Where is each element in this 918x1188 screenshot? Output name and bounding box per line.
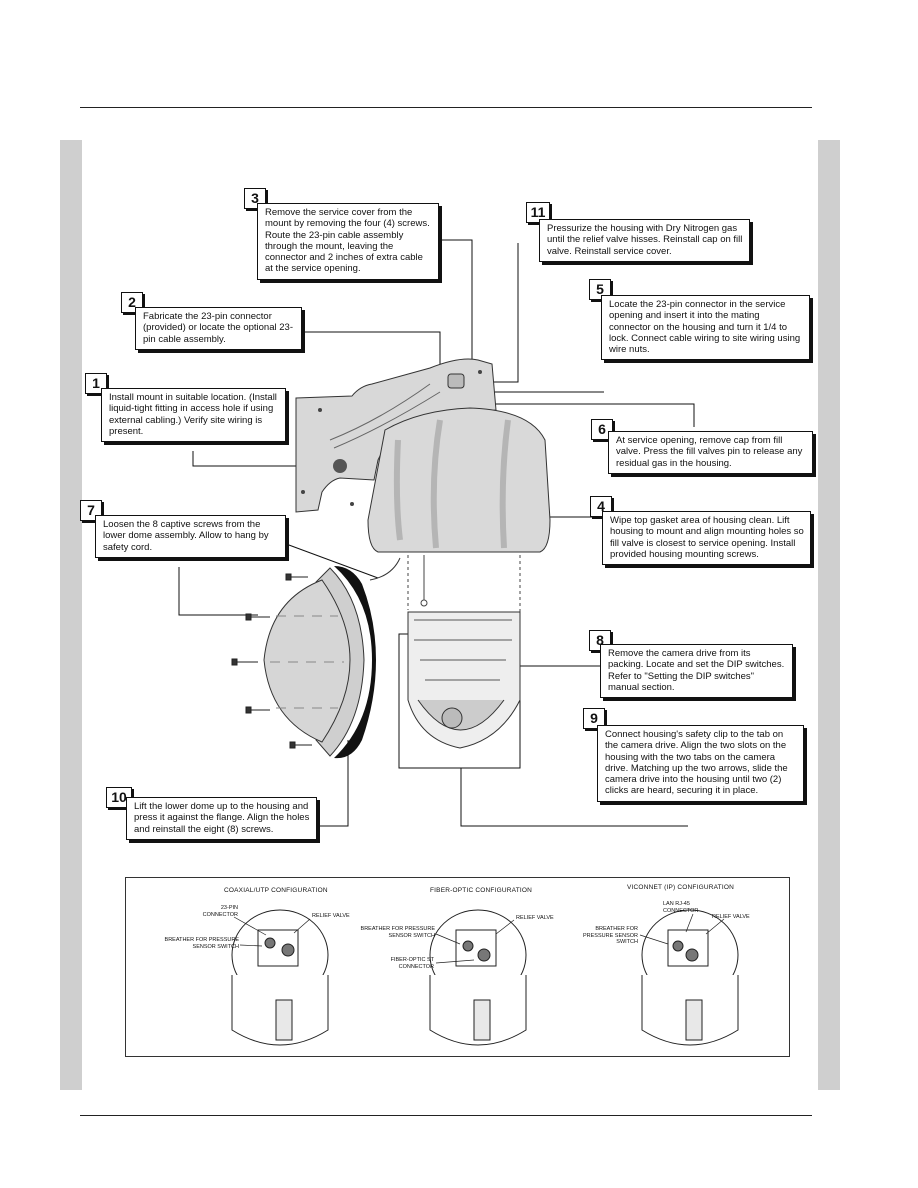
coax-relief-valve-label: RELIEF VALVE (312, 913, 350, 919)
fiber-relief-valve-label: RELIEF VALVE (516, 915, 554, 921)
step-6-number: 6 (591, 419, 613, 440)
header-rule (80, 107, 812, 108)
step-5-number: 5 (589, 279, 611, 300)
step-11-number: 11 (526, 202, 550, 223)
ip-breather-label: BREATHER FOR PRESSURE SENSOR SWITCH (582, 926, 638, 945)
fiber-config-title: FIBER-OPTIC CONFIGURATION (430, 887, 533, 894)
step-11-callout: Pressurize the housing with Dry Nitrogen… (539, 219, 750, 262)
step-5-callout: Locate the 23-pin connector in the servi… (601, 295, 810, 361)
fiber-breather-label: BREATHER FOR PRESSURE SENSOR SWITCH (360, 926, 435, 939)
step-6-callout: At service opening, remove cap from fill… (608, 431, 813, 474)
step-1-callout: Install mount in suitable location. (Ins… (101, 388, 286, 443)
ip-connector-label: LAN RJ-45 CONNECTOR (663, 901, 699, 914)
step-7-callout: Loosen the 8 captive screws from the low… (95, 515, 286, 558)
step-4-callout: Wipe top gasket area of housing clean. L… (602, 511, 811, 566)
configuration-panel (125, 877, 790, 1057)
coax-config-drawing (231, 909, 329, 1046)
ip-config-title: VICONNET (IP) CONFIGURATION (627, 884, 734, 891)
footer-rule (80, 1115, 812, 1116)
step-10-callout: Lift the lower dome up to the housing an… (126, 797, 317, 840)
step-9-callout: Connect housing's safety clip to the tab… (597, 725, 804, 802)
ip-relief-valve-label: RELIEF VALVE (712, 914, 750, 920)
coax-breather-label: BREATHER FOR PRESSURE SENSOR SWITCH (164, 937, 239, 950)
step-2-callout: Fabricate the 23-pin connector (provided… (135, 307, 302, 350)
fiber-config-drawing (429, 909, 527, 1046)
step-8-callout: Remove the camera drive from its packing… (600, 644, 793, 699)
coax-config-title: COAXIAL/UTP CONFIGURATION (224, 887, 328, 894)
coax-connector-label: 23-PIN CONNECTOR (202, 905, 238, 918)
right-margin-band (818, 140, 840, 1090)
left-margin-band (60, 140, 82, 1090)
step-1-number: 1 (85, 373, 107, 394)
step-9-number: 9 (583, 708, 605, 729)
ip-config-drawing (641, 909, 739, 1046)
step-3-callout: Remove the service cover from the mount … (257, 203, 439, 280)
fiber-connector-label: FIBER-OPTIC ST CONNECTOR (390, 957, 434, 970)
